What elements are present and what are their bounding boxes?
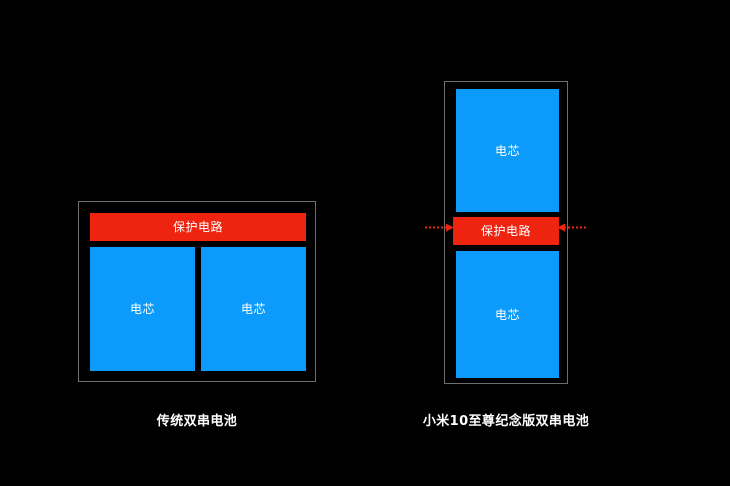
traditional-battery-pack: 保护电路 电芯 电芯 (78, 201, 316, 382)
arrow-left-pointer-icon (557, 223, 586, 232)
traditional-battery-caption: 传统双串电池 (156, 414, 238, 429)
mi10-ultra-battery-caption: 小米10至尊纪念版双串电池 (422, 414, 590, 429)
battery-cell-block-left: 电芯 (90, 247, 195, 371)
protection-circuit-block: 保护电路 (90, 213, 306, 241)
protection-circuit-block-middle: 保护电路 (453, 217, 559, 245)
battery-cell-block-top: 电芯 (456, 89, 559, 212)
arrow-right-pointer-icon (425, 223, 454, 232)
battery-cell-block-bottom: 电芯 (456, 251, 559, 378)
battery-cell-block-right: 电芯 (201, 247, 306, 371)
mi10-ultra-battery-pack: 电芯 保护电路 电芯 (444, 81, 568, 384)
